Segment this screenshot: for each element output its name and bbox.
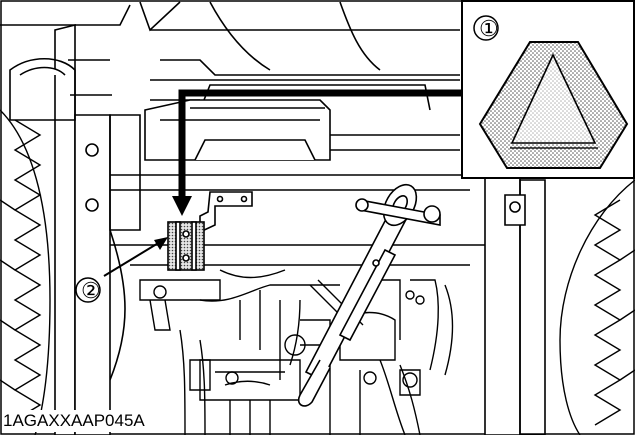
svg-text:②: ② <box>81 278 101 303</box>
left-fender <box>9 58 76 121</box>
svg-text:①: ① <box>479 16 499 41</box>
right-pillar <box>484 174 546 435</box>
right-tire-tread <box>559 179 635 435</box>
figure-code-label: 1AGAXXAAP045A <box>2 410 149 432</box>
smv-emblem-inset: ① <box>461 0 635 179</box>
left-tire-tread <box>0 109 51 435</box>
top-link <box>297 183 441 407</box>
left-pillar <box>54 23 141 435</box>
callout-2-pointer <box>103 237 168 277</box>
rear-seat-box <box>144 99 331 161</box>
emblem-mounting-bracket <box>167 191 253 271</box>
leader-arrow <box>172 89 462 216</box>
callout-2: ② <box>75 277 101 303</box>
slow-moving-vehicle-emblem <box>478 41 629 169</box>
callout-1: ① <box>473 15 499 41</box>
